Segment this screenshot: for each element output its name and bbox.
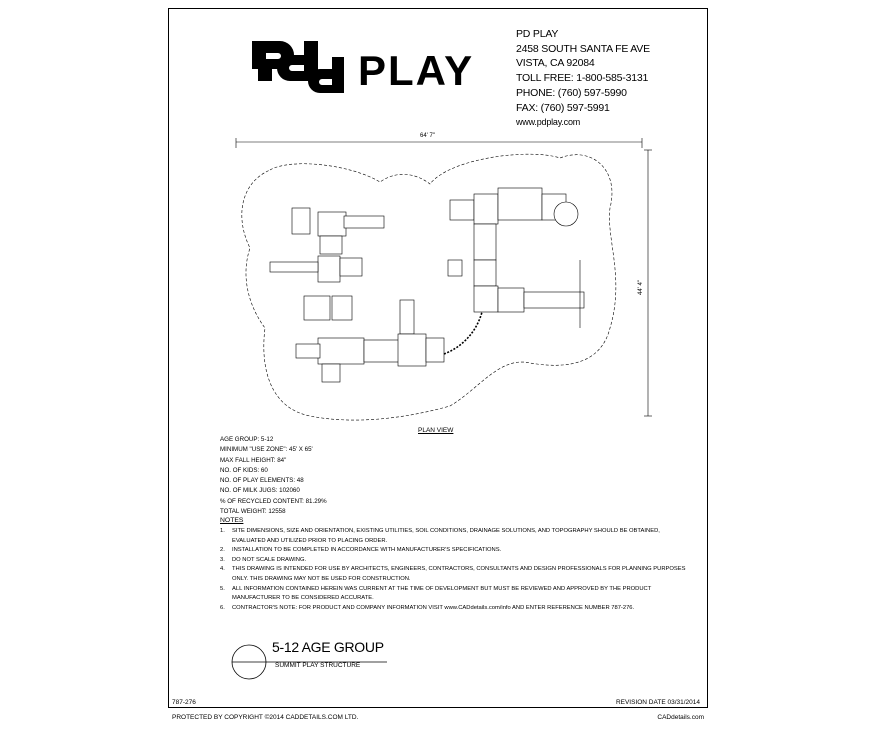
bridge [523,291,585,309]
slide [399,299,415,335]
note-number: 3. [220,556,225,563]
note-number: 4. [220,566,225,573]
company-address: 2458 SOUTH SANTA FE AVE [516,42,650,55]
note-text: DO NOT SCALE DRAWING. [232,556,307,563]
company-phone: PHONE: (760) 597-5990 [516,86,627,99]
deck-platform [473,259,497,287]
note-text: CONTRACTOR'S NOTE: FOR PRODUCT AND COMPA… [232,604,635,611]
bridge [363,339,401,363]
deck-platform [317,255,341,283]
spec-item: MAX FALL HEIGHT: 84" [220,456,287,464]
notes-title: NOTES [220,517,244,524]
plan-view-drawing: 64' 7" 44' 4" [235,133,652,421]
spec-item: NO. OF PLAY ELEMENTS: 48 [220,477,304,485]
note-number: 6. [220,604,225,611]
deck-platform [473,285,499,313]
company-fax: FAX: (760) 597-5991 [516,101,610,114]
logo-text: PLAY [358,47,474,94]
spec-item: NO. OF KIDS: 60 [220,466,268,474]
panel [447,259,463,277]
climber [321,363,341,383]
note-item: 3. DO NOT SCALE DRAWING. [220,556,690,566]
pd-play-logo: PLAY [252,41,474,94]
deck-platform [303,295,331,321]
deck-platform [473,193,499,225]
spec-item: % OF RECYCLED CONTENT: 81.29% [220,497,327,505]
climber [339,257,363,277]
note-text: SITE DIMENSIONS, SIZE AND ORIENTATION, E… [232,528,660,544]
slide [343,215,385,229]
bridge [269,261,319,273]
bridge [473,223,497,261]
deck-platform [291,207,311,235]
cad-details-url: CADdetails.com [657,714,704,721]
note-number: 1. [220,528,225,534]
width-dimension-text: 64' 7" [420,133,435,139]
note-number: 5. [220,585,225,592]
notes-list: 1. SITE DIMENSIONS, SIZE AND ORIENTATION,… [220,527,690,613]
chain-climber [443,311,483,355]
note-item: 6. CONTRACTOR'S NOTE: FOR PRODUCT AND COM… [220,604,690,614]
height-dimension-text: 44' 4" [638,280,644,295]
company-name: PD PLAY [516,28,559,40]
note-item: 2. INSTALLATION TO BE COMPLETED IN ACCORD… [220,546,690,556]
spec-item: NO. OF MILK JUGS: 102060 [220,487,300,495]
tube-slide [295,343,321,359]
drawing-subtitle: SUMMIT PLAY STRUCTURE [275,662,361,669]
deck-platform [497,287,525,313]
spec-item: MINIMUM "USE ZONE": 45' X 65' [220,446,313,454]
note-number: 2. [220,547,225,554]
deck-platform [317,211,347,237]
note-item: 1. SITE DIMENSIONS, SIZE AND ORIENTATION,… [220,527,690,546]
title-block-symbol [231,644,387,680]
deck-platform [497,187,543,221]
drawing-title: 5-12 AGE GROUP [272,639,384,655]
deck-platform [425,337,445,363]
deck-platform [317,337,365,365]
deck-platform [397,333,427,367]
drawing-number: 787-276 [172,699,196,706]
deck-platform [331,295,353,321]
copyright-text: PROTECTED BY COPYRIGHT ©2014 CADDETAILS.… [172,714,359,721]
spec-item: AGE GROUP: 5-12 [220,436,274,443]
note-item: 4. THIS DRAWING IS INTENDED FOR USE BY AR… [220,565,690,584]
note-text: THIS DRAWING IS INTENDED FOR USE BY ARCH… [232,566,686,582]
revision-date: REVISION DATE 03/31/2014 [615,699,700,706]
spiral-slide [553,201,579,227]
company-info: PD PLAY 2458 SOUTH SANTA FE AVE VISTA, C… [516,27,650,130]
note-item: 5. ALL INFORMATION CONTAINED HEREIN WAS C… [220,585,690,604]
plan-view-label: PLAN VIEW [418,427,454,434]
note-text: ALL INFORMATION CONTAINED HEREIN WAS CUR… [232,585,652,602]
spec-item: TOTAL WEIGHT: 12558 [220,508,286,516]
deck-platform [319,235,343,255]
drawing-border [168,8,708,708]
deck-platform [449,199,475,221]
company-website: www.pdplay.com [516,117,581,128]
note-text: INSTALLATION TO BE COMPLETED IN ACCORDAN… [232,547,502,554]
company-city: VISTA, CA 92084 [516,57,595,70]
use-zone-boundary [241,153,617,421]
company-toll-free: TOLL FREE: 1-800-585-3131 [516,72,649,85]
